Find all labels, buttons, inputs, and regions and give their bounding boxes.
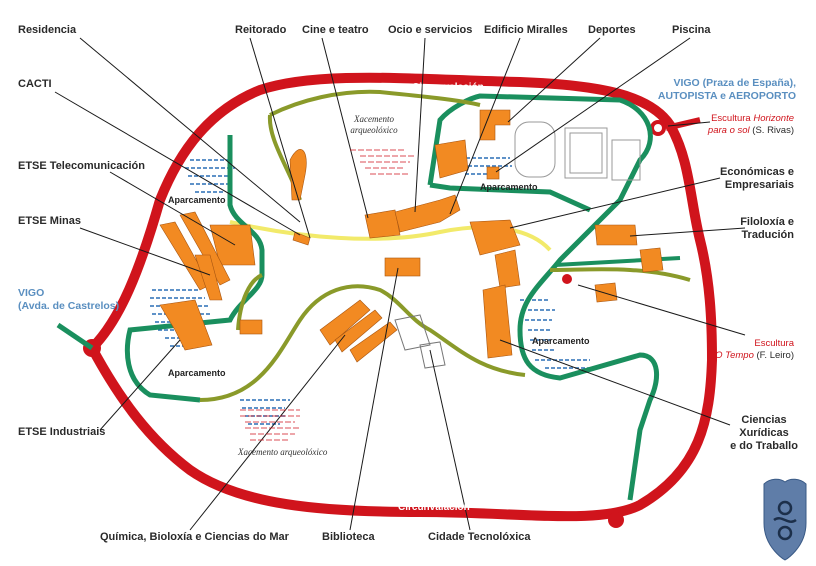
label-quimica: Química, Bioloxía e Ciencias do Mar	[100, 531, 289, 543]
label-piscina: Piscina	[672, 24, 711, 36]
label-biblioteca: Biblioteca	[322, 531, 375, 543]
label-reitorado: Reitorado	[235, 24, 287, 36]
cidade-tecnoloxica-buildings	[394, 314, 446, 369]
parking-label-piscina: Aparcamento	[480, 182, 538, 192]
ring-road-circunvalacion	[85, 72, 718, 522]
inner-road-east	[427, 93, 660, 501]
buildings	[159, 109, 664, 363]
sculpture-otempo-marker	[562, 274, 572, 284]
university-crest-icon	[763, 478, 807, 561]
ring-road-label-bottom: Circunvalación	[398, 502, 470, 513]
label-residencia: Residencia	[18, 24, 77, 36]
sports-area	[514, 121, 641, 181]
label-sculpture-otempo: Escultura O Tempo (F. Leiro)	[715, 338, 794, 361]
ring-road-label-top: Circunvalación	[412, 82, 484, 93]
label-ciencias-xuridicas: Ciencias Xurídicas e do Traballo	[730, 414, 798, 452]
main-avenue	[229, 220, 552, 252]
archaeological-site	[240, 149, 415, 441]
parking-label-east: Aparcamento	[532, 336, 590, 346]
label-etse-industriais: ETSE Industriais	[18, 426, 106, 438]
leader-lines	[54, 37, 746, 531]
destination-vigo-west: VIGO (Avda. de Castrelos)	[18, 287, 120, 312]
secondary-road	[199, 89, 526, 402]
archaeology-label-bottom: Xacemento arqueolóxico	[238, 447, 328, 457]
label-cacti: CACTI	[18, 78, 52, 90]
destination-vigo-east: VIGO (Praza de España), AUTOPISTA e AERO…	[657, 77, 796, 102]
label-deportes: Deportes	[588, 24, 636, 36]
label-etse-telecomunicacion: ETSE Telecomunicación	[18, 160, 145, 172]
label-edificio-miralles: Edificio Miralles	[484, 24, 568, 36]
label-sculpture-horizonte: Escultura Horizonte para o sol (S. Rivas…	[707, 113, 794, 136]
label-ocio-servicios: Ocio e servicios	[388, 24, 473, 36]
label-etse-minas: ETSE Minas	[18, 215, 81, 227]
parking-label-southwest: Aparcamento	[168, 368, 226, 378]
label-cine-teatro: Cine e teatro	[302, 24, 369, 36]
parking-label-northwest: Aparcamento	[168, 195, 226, 205]
label-cidade-tecnoloxica: Cidade Tecnolóxica	[428, 531, 531, 543]
roundabout-south	[608, 512, 624, 528]
